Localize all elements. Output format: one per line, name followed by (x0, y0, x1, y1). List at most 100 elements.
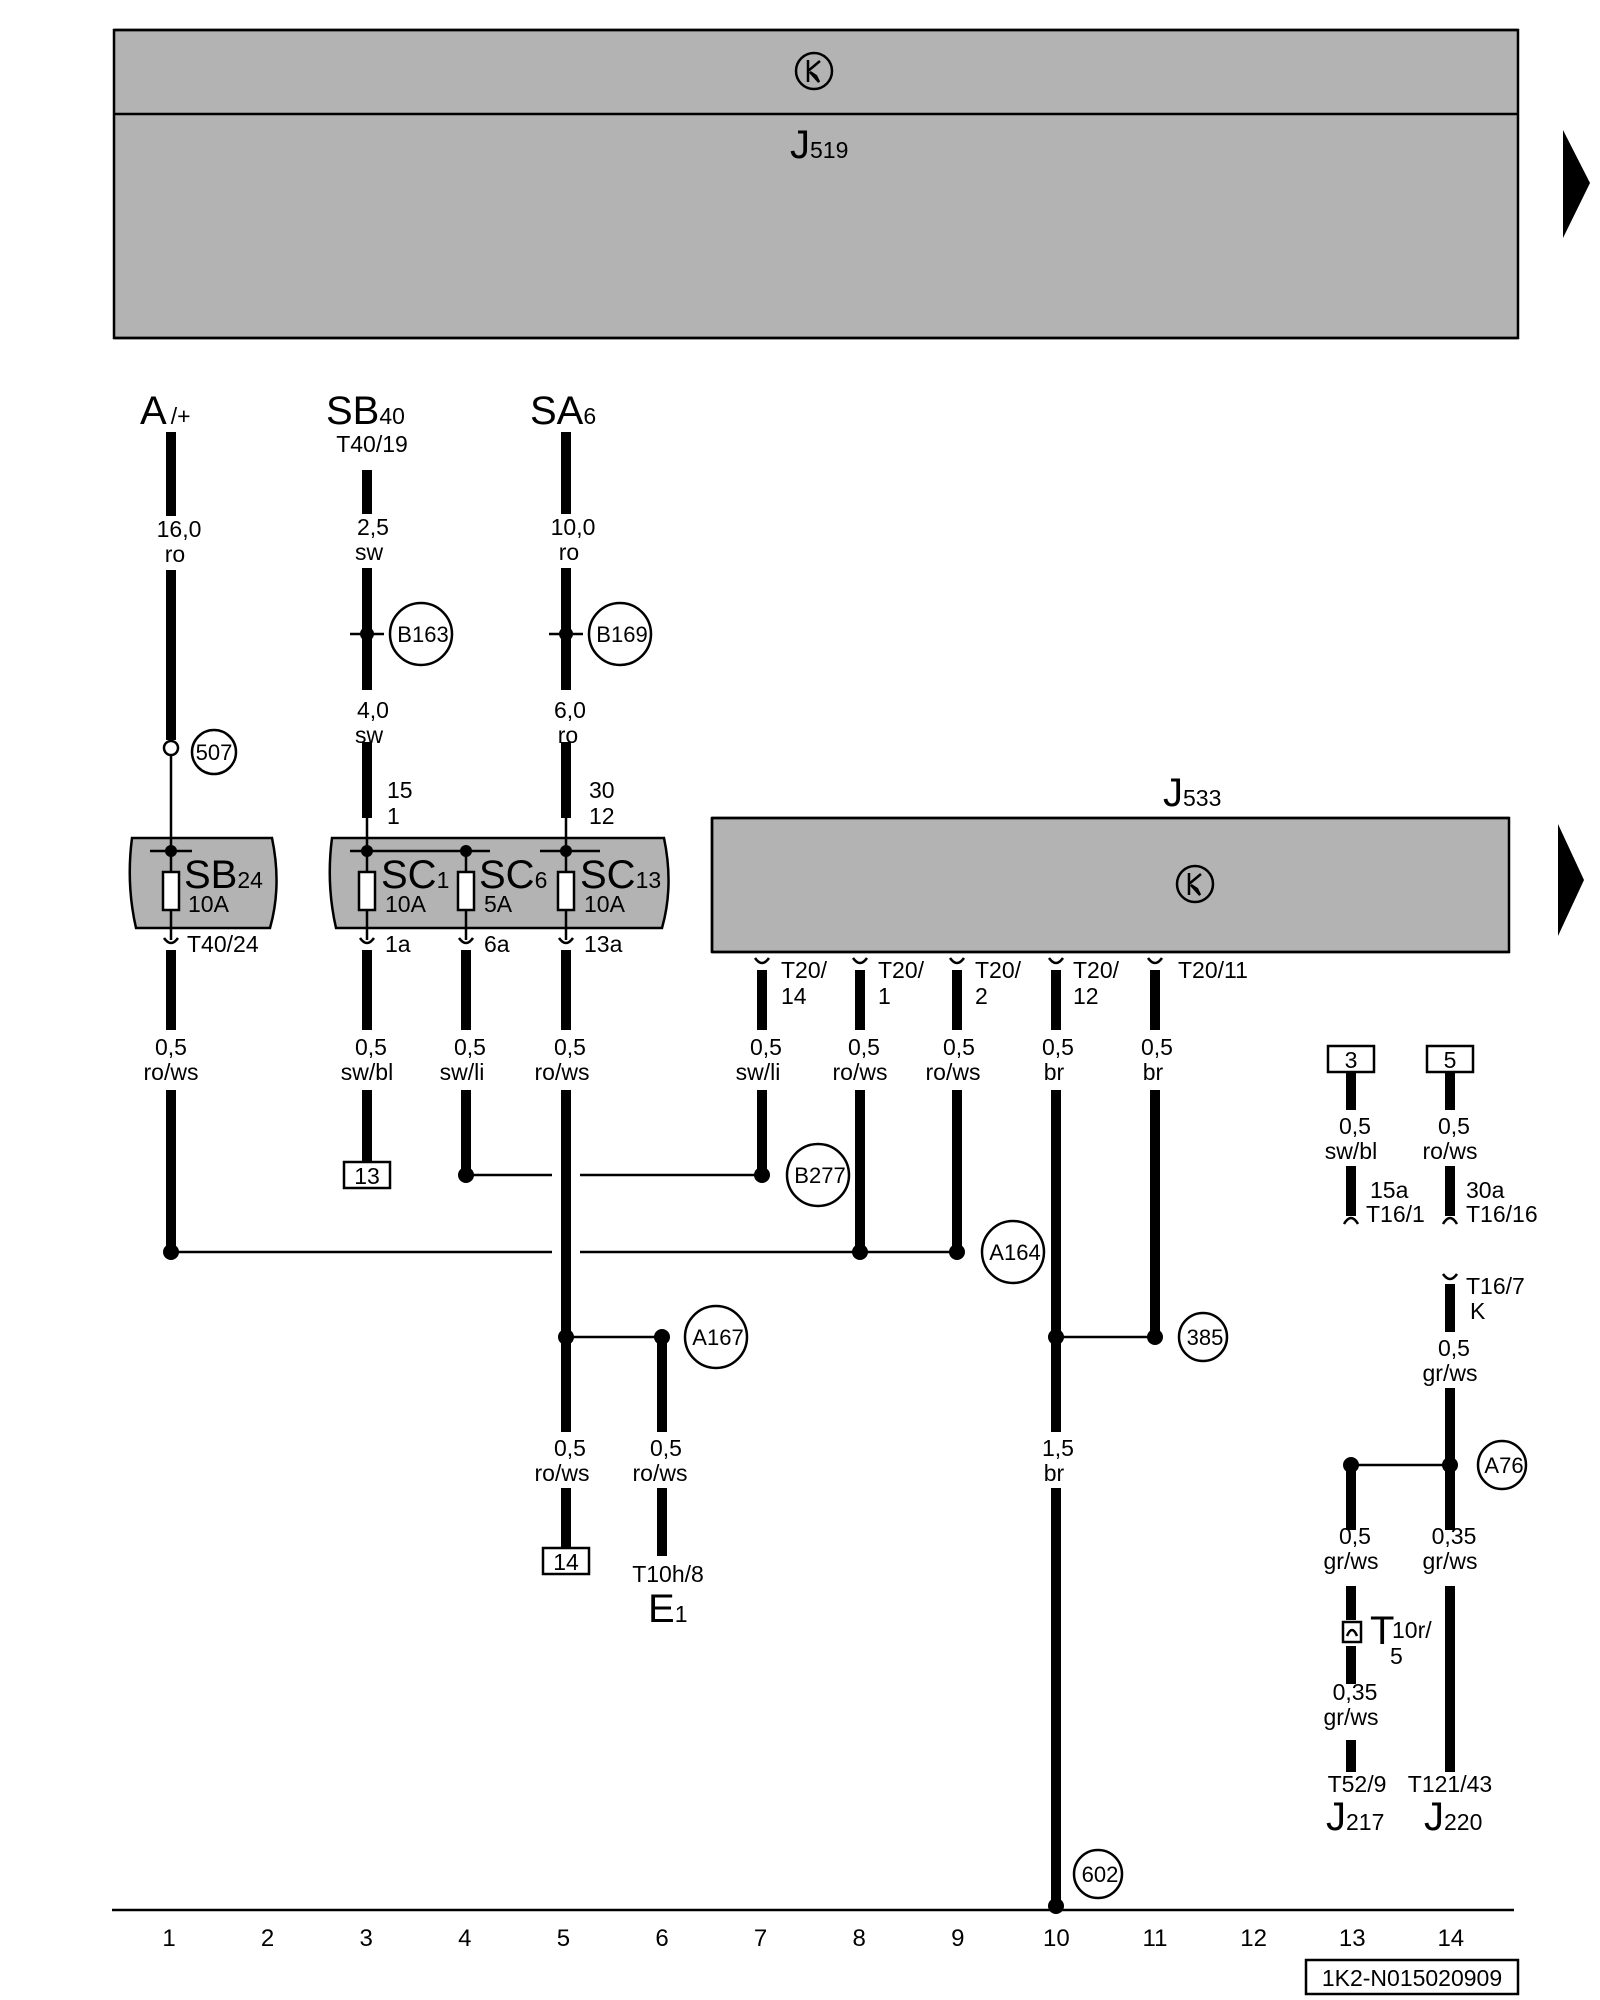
pin-label: T121/43 (1408, 1771, 1492, 1797)
module-j533-label: J533 (1163, 771, 1221, 815)
node-a164: A164 (980, 1219, 1046, 1285)
pin-label: 13a (584, 931, 623, 957)
column-number: 6 (655, 1925, 668, 1952)
column-number: 2 (261, 1925, 274, 1952)
component-j217-label: J217 (1326, 1795, 1384, 1839)
wire-color: sw/bl (341, 1059, 393, 1085)
pin-label: 1a (385, 931, 411, 957)
wire-size: 0,5 (943, 1034, 975, 1060)
wire-size: 0,5 (355, 1034, 387, 1060)
fuse-rating: 10A (584, 891, 626, 917)
pin-label: T20/ (1073, 957, 1120, 983)
column-number: 9 (951, 1925, 964, 1952)
fuse-sc13-label: SC13 (580, 853, 661, 897)
pin-label: 15 (387, 777, 413, 803)
pin-label: T40/19 (336, 431, 408, 457)
node-b163: B163 (388, 601, 454, 667)
wire-color: ro/ws (144, 1059, 199, 1085)
fuse-rating: 10A (188, 891, 230, 917)
node-b169: B169 (587, 601, 653, 667)
pin-label: 12 (589, 803, 615, 829)
ref-box-3: 3 (1345, 1047, 1358, 1073)
svg-text:507: 507 (196, 740, 233, 765)
column-number: 1 (162, 1925, 175, 1952)
column-number: 10 (1043, 1925, 1070, 1952)
fuse-sc6-label: SC6 (479, 853, 547, 897)
wire-color: ro (558, 722, 578, 748)
wire-color: ro (559, 539, 579, 565)
wire-size: 0,5 (1042, 1034, 1074, 1060)
wire-color: gr/ws (1324, 1704, 1379, 1730)
wire-color: ro/ws (633, 1460, 688, 1486)
wire-color: gr/ws (1423, 1360, 1478, 1386)
wires-lower (162, 937, 1164, 1906)
fuse-holder-sb: SB24 10A (128, 818, 278, 940)
node-602: 602 (1072, 1848, 1124, 1900)
module-j533: J533 (710, 771, 1511, 954)
wire-size: 0,5 (1339, 1523, 1371, 1549)
wire-size: 0,5 (1339, 1113, 1371, 1139)
node-385: 385 (1177, 1311, 1229, 1363)
continuation-arrow-mid (1558, 824, 1584, 936)
wire-size: 0,5 (155, 1034, 187, 1060)
wire-color: sw/li (440, 1059, 485, 1085)
column-number: 12 (1240, 1925, 1267, 1952)
pin-label: T10h/8 (632, 1561, 704, 1587)
pin-label: 6a (484, 931, 510, 957)
component-j220-label: J220 (1424, 1795, 1482, 1839)
svg-text:602: 602 (1082, 1862, 1119, 1887)
wires-upper (166, 432, 571, 818)
pin-label: T40/24 (187, 931, 259, 957)
wire-size: 0,5 (750, 1034, 782, 1060)
pin-label: K (1470, 1298, 1486, 1324)
wire-size: 16,0 (157, 516, 202, 542)
wire-size: 2,5 (357, 514, 389, 540)
fuse-sb24-label: SB24 (184, 853, 263, 897)
control-unit-icon (1175, 864, 1215, 904)
svg-text:13: 13 (354, 1163, 380, 1189)
wire-color: ro/ws (833, 1059, 888, 1085)
wire-size: 1,5 (1042, 1435, 1074, 1461)
pin-label: T20/ (975, 957, 1022, 983)
column-number: 5 (557, 1925, 570, 1952)
node-a76: A76 (1476, 1439, 1528, 1491)
pin-label: 12 (1073, 983, 1099, 1009)
pin-label: 10r/ (1392, 1617, 1432, 1643)
svg-text:385: 385 (1187, 1325, 1224, 1350)
pin-label: 15a (1370, 1177, 1409, 1203)
ref-box-5: 5 (1444, 1047, 1457, 1073)
wire-color: ro/ws (1423, 1138, 1478, 1164)
wire-size: 0,5 (848, 1034, 880, 1060)
ref-box-13: 13 (342, 1160, 392, 1190)
diagram-code: 1K2-N015020909 (1304, 1958, 1520, 1996)
column-number: 11 (1143, 1925, 1168, 1952)
column-number: 4 (458, 1925, 471, 1952)
svg-text:1K2-N015020909: 1K2-N015020909 (1322, 1965, 1502, 1991)
node-b277: B277 (785, 1142, 851, 1208)
pin-label: 30 (589, 777, 615, 803)
pin-label: 14 (781, 983, 807, 1009)
wire-color: br (1044, 1059, 1065, 1085)
wire-color: br (1044, 1460, 1065, 1486)
pin-label: 30a (1466, 1177, 1505, 1203)
source-sb40-label: SB40 (326, 389, 405, 433)
node-507: 507 (190, 728, 238, 776)
wire-color: ro/ws (535, 1460, 590, 1486)
wire-size: 0,5 (1438, 1335, 1470, 1361)
fuse-holder-sc: SC1 10A SC6 5A SC13 10A (328, 818, 670, 940)
wire-size: 0,35 (1432, 1523, 1477, 1549)
wire-color: gr/ws (1423, 1548, 1478, 1574)
svg-text:B169: B169 (596, 622, 647, 647)
wire-size: 0,5 (650, 1435, 682, 1461)
wire-color: ro/ws (535, 1059, 590, 1085)
pin-label: T16/16 (1466, 1201, 1538, 1227)
wire-color: gr/ws (1324, 1548, 1379, 1574)
wire-color: br (1143, 1059, 1164, 1085)
control-unit-icon (794, 51, 834, 91)
pin-label: T16/1 (1366, 1201, 1425, 1227)
wire-color: ro (165, 541, 185, 567)
source-sa6-label: SA6 (530, 389, 596, 433)
wire-size: 0,5 (1438, 1113, 1470, 1139)
